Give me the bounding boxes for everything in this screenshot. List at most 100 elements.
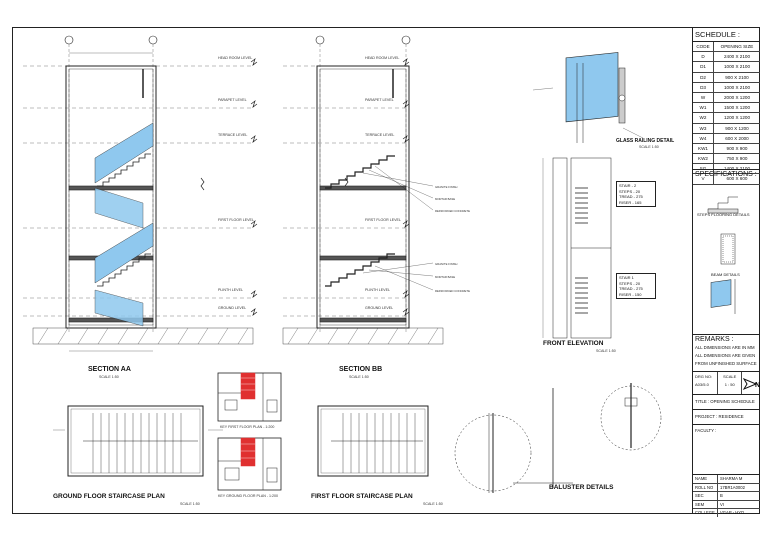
key-ground-caption: KEY GROUND FLOOR PLAN - 1:200 xyxy=(218,494,279,498)
info-key: ROLL NO xyxy=(693,483,718,491)
drg-number-cell: DRG NO: A03/5.0 xyxy=(693,372,719,395)
glass-railing-title: GLASS RAILING DETAIL xyxy=(616,138,675,144)
schedule-size: 600 X 600 xyxy=(726,176,748,182)
level-parapet: PARAPET LEVEL xyxy=(218,98,247,102)
svg-text:MORTAR BASE: MORTAR BASE xyxy=(435,275,455,279)
schedule-size: 1400 X 2100 xyxy=(723,166,751,172)
level-terrace: TERRACE LEVEL xyxy=(218,133,248,137)
info-key: NAME xyxy=(693,475,718,483)
drg-number: A03/5.0 xyxy=(695,382,709,387)
schedule-code: KW2 xyxy=(693,154,714,164)
level-plinth: PLINTH LEVEL xyxy=(218,288,243,292)
stair-2-line: STAIR - 2 xyxy=(619,183,637,188)
section-bb-drawing xyxy=(282,35,444,345)
schedule-code: W4 xyxy=(693,133,714,143)
level-parapet-bb: PARAPET LEVEL xyxy=(365,98,394,102)
project-name: PROJECT : RESIDENCE xyxy=(695,414,744,419)
north-arrow-icon: N xyxy=(742,372,760,395)
project-panel: PROJECT : RESIDENCE xyxy=(693,409,760,424)
schedule-row: D 2400 X 2100 xyxy=(693,52,760,63)
stair-1-line: RISER - 150 xyxy=(619,291,642,297)
front-elevation-scale: SCALE 1:50 xyxy=(596,349,616,353)
ground-plan-scale: SCALE 1:50 xyxy=(180,502,200,506)
info-key: COLLEGE xyxy=(693,509,718,517)
title-panel: TITLE : OPENING SCHEDULE xyxy=(693,394,760,409)
schedule-row: KW2 750 X 900 xyxy=(693,154,760,165)
steps-detail-caption: STEPS FLOORING DETAILS xyxy=(697,212,750,217)
first-plan-title: FIRST FLOOR STAIRCASE PLAN xyxy=(311,493,413,500)
schedule-size: 1500 X 1200 xyxy=(723,105,751,111)
stair-2-line: TREAD - 275 xyxy=(619,194,643,199)
schedule-size: 900 X 2100 xyxy=(725,74,749,80)
stair-1-line: TREAD - 275 xyxy=(619,286,643,291)
schedule-size: 1200 X 1200 xyxy=(723,115,751,121)
first-plan-scale: SCALE 1:50 xyxy=(423,502,443,506)
schedule-code: D1 xyxy=(693,62,714,72)
stair-1-info: STAIR 1 STEPS - 20 TREAD - 275 RISER - 1… xyxy=(616,273,656,299)
schedule-code: W2 xyxy=(693,113,714,123)
svg-text:GRANITE FINISH: GRANITE FINISH xyxy=(435,185,457,189)
drg-label: DRG NO: xyxy=(695,374,713,379)
svg-text:REINFORCED CONCRETE: REINFORCED CONCRETE xyxy=(435,209,470,213)
schedule-size: 1000 X 2100 xyxy=(723,64,751,70)
stair-2-line: RISER - 165 xyxy=(619,199,642,205)
svg-text:N: N xyxy=(755,382,760,389)
svg-text:REINFORCED CONCRETE: REINFORCED CONCRETE xyxy=(435,289,470,293)
schedule-code: W xyxy=(693,92,714,103)
level-terrace-bb: TERRACE LEVEL xyxy=(365,133,395,137)
svg-text:GRANITE FINISH: GRANITE FINISH xyxy=(435,262,457,266)
schedule-row: W2 1200 X 1200 xyxy=(693,113,760,124)
section-aa-scale: SCALE 1:50 xyxy=(99,375,119,379)
schedule-size: 600 X 2000 xyxy=(725,135,749,141)
info-key: SEC xyxy=(693,492,718,500)
schedule-header-size: OPENING SIZE xyxy=(720,44,754,49)
remark-line: ALL DIMENSIONS ARE IN MM xyxy=(695,345,755,350)
drawing-area: GRANITE FINISH MORTAR BASE REINFORCED CO… xyxy=(23,35,662,493)
level-plinth-bb: PLINTH LEVEL xyxy=(365,288,390,292)
schedule-row: W4 600 X 2000 xyxy=(693,133,760,144)
key-ground-floor-plan xyxy=(217,437,282,491)
schedule-header-code: CODE xyxy=(693,42,714,52)
schedule-row: D1 1000 X 2100 xyxy=(693,62,760,73)
level-ground: GROUND LEVEL xyxy=(218,306,247,310)
schedule-size: 2000 X 1200 xyxy=(723,94,751,100)
baluster-details xyxy=(454,383,662,493)
specifications-title: SPECIFICATIONS : xyxy=(695,171,757,178)
front-elevation-title: FRONT ELEVATION xyxy=(543,340,604,347)
schedule-code: D3 xyxy=(693,82,714,92)
schedule-code: W3 xyxy=(693,123,714,133)
schedule-code: SG xyxy=(693,164,714,174)
schedule-size: 900 X 900 xyxy=(726,145,748,151)
glass-railing-aa xyxy=(94,122,154,327)
schedule-row: W 2000 X 1200 xyxy=(693,92,760,104)
schedule-size: 2400 X 2100 xyxy=(723,54,751,60)
drawing-sheet: GRANITE FINISH MORTAR BASE REINFORCED CO… xyxy=(12,27,760,517)
info-value: SHARMA M xyxy=(720,476,743,481)
info-value: 17BR1A0002 xyxy=(720,484,745,490)
schedule-size: 1000 X 2100 xyxy=(723,84,751,90)
schedule-code: D xyxy=(693,52,714,62)
glass-railing-scale: SCALE 1:50 xyxy=(639,145,659,149)
section-bb-scale: SCALE 1:50 xyxy=(349,375,369,379)
faculty-label: FACULTY : xyxy=(695,428,717,433)
level-head-room: HEAD ROOM LEVEL xyxy=(218,56,253,60)
level-head-room-bb: HEAD ROOM LEVEL xyxy=(365,56,400,60)
stair-2-info: STAIR - 2 STEPS - 20 TREAD - 275 RISER -… xyxy=(616,181,656,207)
scale-value: 1 : 50 xyxy=(724,382,735,387)
schedule-size: 750 X 900 xyxy=(726,156,748,162)
schedule-row: D3 1000 X 2100 xyxy=(693,82,760,93)
faculty-panel: FACULTY : xyxy=(693,424,760,474)
remark-line: ALL DIMENSIONS ARE GIVEN xyxy=(695,353,756,358)
key-first-caption: KEY FIRST FLOOR PLAN - 1:200 xyxy=(220,425,275,429)
